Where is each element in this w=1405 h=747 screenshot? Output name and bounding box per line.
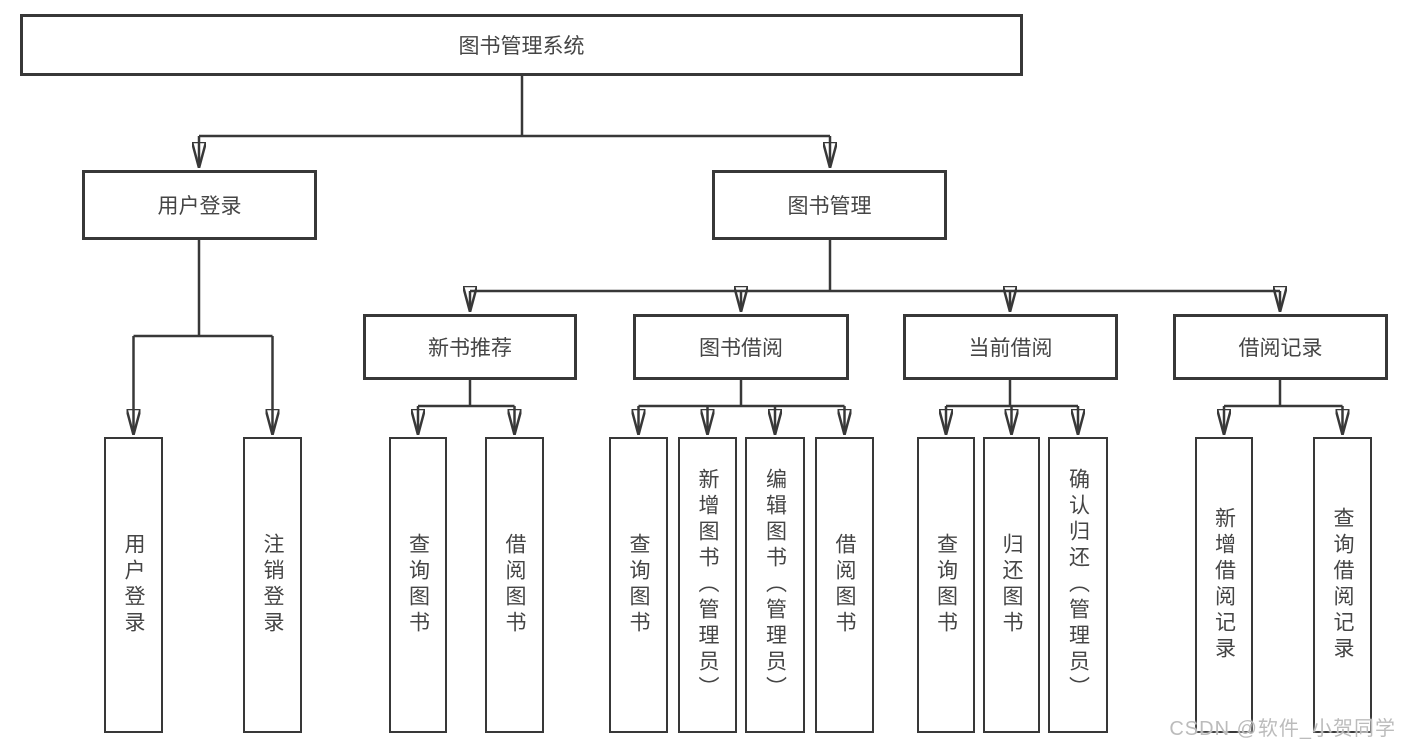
node-new-book-recommend: 新书推荐 — [363, 314, 577, 380]
branch-new-book-recommend — [418, 380, 515, 433]
branch-current-borrow — [946, 380, 1078, 433]
node-library-management-system: 图书管理系统 — [20, 14, 1023, 76]
node-book-borrow: 图书借阅 — [633, 314, 849, 380]
leaf-add-borrow-record: 新增借阅记录 — [1195, 437, 1253, 733]
leaf-return-book: 归还图书 — [983, 437, 1040, 733]
node-book-management: 图书管理 — [712, 170, 947, 240]
node-borrow-records: 借阅记录 — [1173, 314, 1388, 380]
watermark: CSDN @软件_小贺同学 — [1169, 718, 1396, 740]
leaf-borrow-books-recommend: 借阅图书 — [485, 437, 544, 733]
leaf-query-books-current: 查询图书 — [917, 437, 975, 733]
branch-borrow-records — [1224, 380, 1343, 433]
leaf-edit-book-admin: 编辑图书（管理员） — [745, 437, 805, 733]
branch-root — [199, 76, 830, 166]
leaf-logout: 注销登录 — [243, 437, 302, 733]
node-current-borrow: 当前借阅 — [903, 314, 1118, 380]
leaf-add-book-admin: 新增图书（管理员） — [678, 437, 737, 733]
leaf-borrow-books: 借阅图书 — [815, 437, 874, 733]
branch-user-login — [134, 240, 273, 433]
branch-book-management — [470, 240, 1280, 310]
leaf-confirm-return-admin: 确认归还（管理员） — [1048, 437, 1108, 733]
node-user-login: 用户登录 — [82, 170, 317, 240]
leaf-user-login: 用户登录 — [104, 437, 163, 733]
leaf-query-borrow-record: 查询借阅记录 — [1313, 437, 1372, 733]
branch-book-borrow — [639, 380, 845, 433]
leaf-query-books-borrow: 查询图书 — [609, 437, 668, 733]
leaf-query-books-recommend: 查询图书 — [389, 437, 447, 733]
